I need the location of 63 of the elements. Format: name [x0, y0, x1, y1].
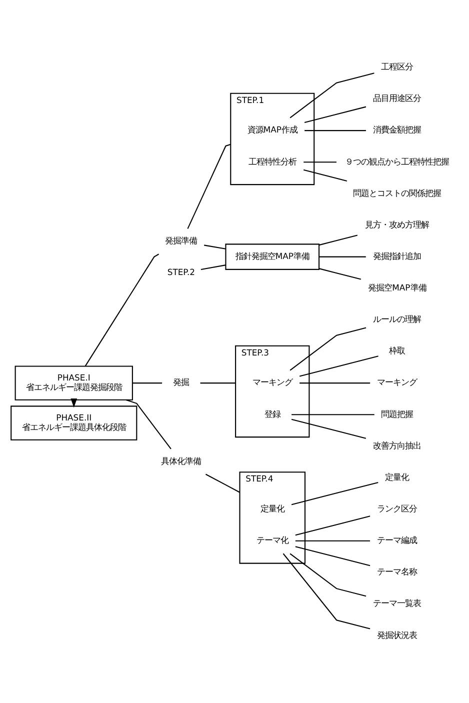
- node-text: 発掘指針追加: [373, 250, 422, 261]
- node-text: 定量化: [260, 503, 284, 514]
- node-text: 問題とコストの関係把握: [353, 188, 442, 198]
- connector: [319, 256, 366, 258]
- node-text: テーマ編成: [377, 535, 418, 546]
- connector: [303, 169, 348, 182]
- connector: [290, 553, 366, 597]
- connector: [205, 474, 240, 493]
- node-label: STEP.2: [167, 267, 195, 278]
- connector: [304, 130, 366, 132]
- connector: [187, 144, 231, 229]
- node-text: 具体化準備: [161, 456, 202, 466]
- node-text: テーマ化: [256, 535, 288, 546]
- node-text: ランク区分: [377, 503, 418, 514]
- node-text: 品目用途区分: [373, 93, 422, 104]
- connector: [295, 546, 370, 566]
- connector: [300, 382, 370, 384]
- node-text: 問題把握: [381, 408, 414, 419]
- connector: [318, 268, 362, 280]
- node-box: PHASE.II 省エネルギー課題具体化段階: [10, 406, 138, 440]
- node-label: STEP.4: [246, 474, 274, 484]
- node-text: テーマ名称: [377, 566, 418, 577]
- node-text: ルールの理解: [373, 314, 422, 324]
- cluster: [230, 92, 315, 186]
- node-text: 工程区分: [381, 62, 414, 72]
- connector: [290, 72, 374, 118]
- node-label: STEP.3: [241, 347, 269, 358]
- node-text: マーキング: [252, 377, 292, 388]
- connector: [304, 106, 366, 124]
- connector: [295, 540, 370, 542]
- cluster: [235, 345, 310, 438]
- node-text: テーマ一覧表: [373, 598, 422, 608]
- connector: [304, 162, 336, 163]
- cluster: [239, 472, 306, 564]
- node-text: 改善方向抽出: [373, 440, 422, 450]
- node-text: ９つの観点から工程特性把握: [345, 156, 450, 166]
- node-text: 見方・攻め方理解: [365, 219, 430, 230]
- connector: [292, 414, 374, 416]
- node-text: 発掘: [173, 377, 190, 388]
- connector: [200, 382, 236, 384]
- node-text: 発掘準備: [165, 236, 198, 246]
- node-box: 指針発掘空MAP準備: [225, 244, 320, 270]
- node-text: 工程特性分析: [248, 156, 296, 166]
- node-text: 資源MAP作成: [247, 124, 298, 135]
- connector: [291, 482, 378, 506]
- connector: [204, 244, 226, 250]
- connector: [295, 516, 370, 536]
- connector: [282, 553, 370, 630]
- node-label: STEP.1: [236, 94, 264, 105]
- connector: [290, 327, 366, 371]
- node-text: 発掘空MAP準備: [368, 282, 426, 293]
- connector: [132, 382, 162, 384]
- node-text: 発掘状況表: [377, 630, 418, 640]
- node-text: マーキング: [377, 377, 418, 388]
- node-text: 定量化: [385, 472, 410, 482]
- connector: [318, 234, 358, 246]
- connector: [299, 356, 378, 377]
- connector: [126, 399, 172, 450]
- node-text: 登録: [264, 408, 280, 419]
- node-text: 枠取: [389, 346, 406, 356]
- connector: [84, 254, 160, 366]
- node-text: 消費金額把握: [373, 124, 422, 135]
- connector: [291, 418, 366, 439]
